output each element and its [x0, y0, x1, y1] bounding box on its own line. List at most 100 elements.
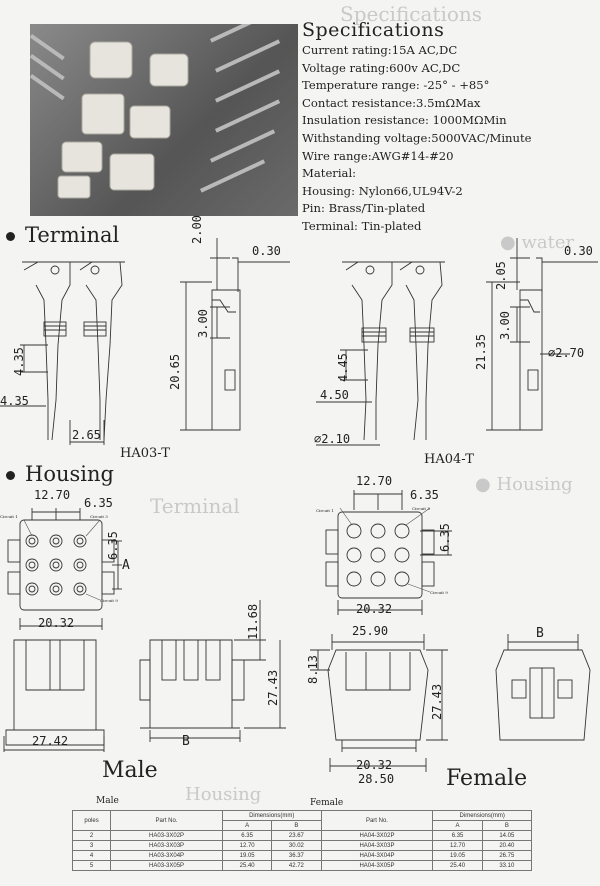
- male-dim-27-43: 27.43: [266, 669, 280, 706]
- female-housing-front-drawing: [325, 490, 452, 615]
- male-housing-long-side-drawing: [139, 600, 286, 742]
- male-circuit-9-label: Circuit 9: [100, 598, 118, 603]
- female-dim-25-90: 25.90: [352, 624, 389, 638]
- cell-male-a: 25.40: [221, 860, 273, 871]
- specifications-title: Specifications: [302, 19, 445, 41]
- ghost-specifications: Specifications: [340, 2, 483, 26]
- ha03-terminal-side-drawing: [180, 238, 290, 431]
- header-male-part-no: Part No.: [110, 810, 223, 831]
- table-row: 3 HA03-3X03P 12.70 30.02 HA04-3X03P 12.7…: [71, 840, 533, 851]
- female-dim-b: B: [536, 626, 544, 641]
- header-poles: poles: [71, 810, 112, 831]
- female-housing-end-drawing: [495, 634, 591, 741]
- ha04-dim-dia-2-70: ⌀2.70: [548, 346, 585, 360]
- cell-female-b: 14.05: [481, 830, 533, 841]
- ha03-dim-4-35-vertical: 4.35: [12, 347, 26, 376]
- female-circuit-3-label: Circuit 3: [412, 506, 430, 511]
- spec-line: Terminal: Tin-plated: [302, 218, 422, 233]
- header-female-part-no: Part No.: [320, 810, 434, 831]
- header-female-dimensions: Dimensions(mm): [432, 810, 532, 821]
- ha04-terminal-side-drawing: [486, 238, 598, 431]
- male-dim-20-32: 20.32: [38, 616, 75, 630]
- female-dim-6-35-vertical: 6.35: [438, 523, 452, 552]
- cell-female-a: 19.05: [432, 850, 483, 861]
- cell-female-a: 6.35: [432, 830, 483, 841]
- header-female-b: B: [481, 820, 533, 831]
- cell-female-part: HA04-3X02P: [320, 830, 434, 841]
- cell-male-a: 12.70: [221, 840, 273, 851]
- ha03-terminal-front-drawing: [0, 261, 125, 445]
- male-dim-12-70: 12.70: [34, 488, 71, 502]
- female-dim-28-50: 28.50: [358, 772, 395, 786]
- female-dim-20-32-bottom: 20.32: [356, 758, 393, 772]
- ha04-dim-2-05: 2.05: [494, 261, 508, 290]
- cell-poles: 5: [71, 860, 112, 871]
- cell-male-a: 6.35: [221, 830, 273, 841]
- female-dim-27-43: 27.43: [430, 683, 444, 720]
- female-label: Female: [446, 766, 528, 791]
- ha04-label: HA04-T: [424, 452, 474, 467]
- ha03-dim-0-30: 0.30: [252, 244, 281, 258]
- ha03-dim-20-65: 20.65: [168, 353, 182, 390]
- cell-male-a: 19.05: [221, 850, 273, 861]
- cell-female-a: 25.40: [432, 860, 483, 871]
- header-male-dimensions: Dimensions(mm): [222, 810, 322, 821]
- ghost-housing-2: Housing: [185, 784, 262, 805]
- cell-male-part: HA03-3X04P: [110, 850, 223, 861]
- male-label: Male: [102, 758, 158, 783]
- cell-female-b: 33.10: [481, 860, 533, 871]
- cell-male-b: 36.37: [271, 850, 322, 861]
- ghost-dot-icon: ●: [500, 232, 516, 253]
- cell-male-b: 30.02: [271, 840, 322, 851]
- cell-male-part: HA03-3X02P: [110, 830, 223, 841]
- spec-line: Current rating:15A AC,DC: [302, 43, 458, 57]
- specifications-block: Specifications Current rating:15A AC,DC …: [302, 18, 598, 236]
- terminal-heading: Terminal: [6, 223, 119, 247]
- male-circuit-3-label: Circuit 3: [90, 514, 108, 519]
- female-dim-6-35: 6.35: [410, 488, 439, 502]
- male-dim-11-68: 11.68: [246, 603, 260, 640]
- ha04-terminal-front-drawing: [316, 261, 445, 446]
- cell-female-part: HA04-3X04P: [320, 850, 434, 861]
- dimensions-table: poles Part No. Dimensions(mm) Part No. D…: [71, 810, 533, 871]
- cell-male-b: 23.67: [271, 830, 322, 841]
- housing-heading: Housing: [6, 462, 114, 486]
- ha03-label: HA03-T: [120, 446, 170, 461]
- male-circuit-1-label: Circuit 1: [0, 514, 18, 519]
- cell-male-part: HA03-3X05P: [110, 860, 223, 871]
- ha03-dim-3-00: 3.00: [196, 309, 210, 338]
- ha04-dim-4-45: 4.45: [336, 353, 350, 382]
- header-female-a: A: [432, 820, 483, 831]
- male-dim-a: A: [122, 558, 130, 573]
- male-dim-6-35: 6.35: [84, 496, 113, 510]
- table-row: 5 HA03-3X05P 25.40 42.72 HA04-3X05P 25.4…: [71, 860, 533, 871]
- table-header-row: poles Part No. Dimensions(mm) Part No. D…: [71, 810, 532, 831]
- table-row: 4 HA03-3X04P 19.05 36.37 HA04-3X04P 19.0…: [71, 850, 533, 861]
- cell-male-part: HA03-3X03P: [110, 840, 223, 851]
- bullet-icon: [6, 471, 15, 480]
- male-housing-side-drawing: [3, 639, 105, 752]
- table-row: 2 HA03-3X02P 6.35 23.67 HA04-3X02P 6.35 …: [71, 830, 533, 841]
- female-dim-20-32: 20.32: [356, 602, 393, 616]
- ha03-dim-2-00: 2.00: [190, 215, 204, 244]
- ha04-dim-4-50: 4.50: [320, 388, 349, 402]
- header-male-a: A: [221, 820, 273, 831]
- ghost-dot-icon: ●: [475, 474, 491, 495]
- ghost-terminal: Terminal: [150, 494, 240, 518]
- male-dim-27-42: 27.42: [32, 734, 69, 748]
- ha04-dim-0-30: 0.30: [564, 244, 593, 258]
- female-dim-12-70: 12.70: [356, 474, 393, 488]
- male-dim-b: B: [182, 734, 190, 749]
- cell-female-part: HA04-3X03P: [320, 840, 434, 851]
- table-male-title: Male: [96, 796, 119, 806]
- cell-female-b: 26.75: [481, 850, 533, 861]
- header-male-b: B: [271, 820, 322, 831]
- spec-line: Wire range:AWG#14-#20: [302, 148, 454, 163]
- ghost-water: ● water: [500, 232, 575, 253]
- bullet-icon: [6, 232, 15, 241]
- table-female-title: Female: [310, 798, 344, 808]
- cell-male-b: 42.72: [271, 860, 322, 871]
- spec-line: Housing: Nylon66,UL94V-2: [302, 183, 463, 198]
- ha03-dim-4-35: 4.35: [0, 394, 29, 408]
